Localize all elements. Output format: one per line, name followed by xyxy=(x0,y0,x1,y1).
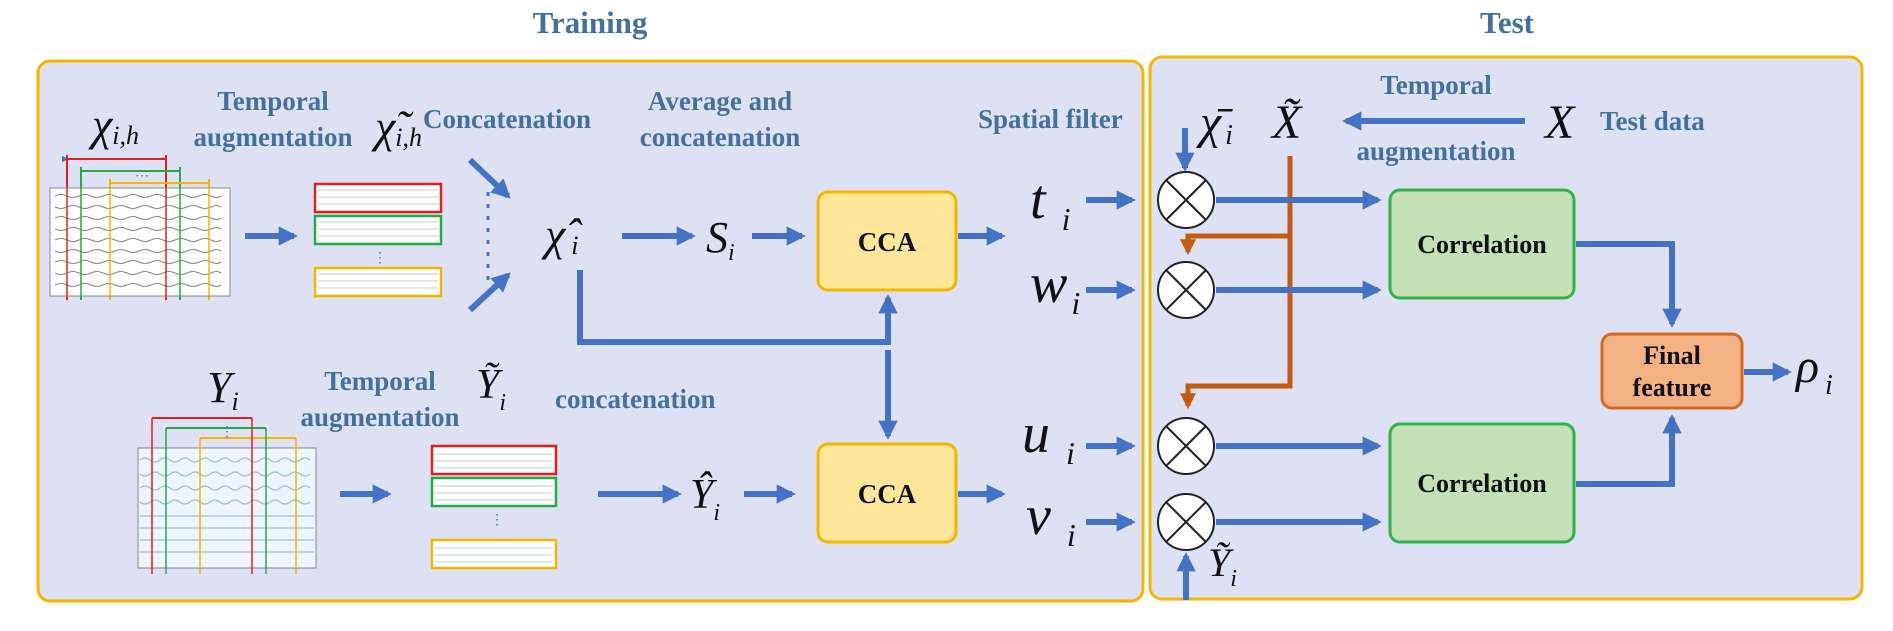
multiply-node-3 xyxy=(1157,417,1215,475)
y-hat-i-symbol: Ŷi xyxy=(690,471,720,526)
xtilde-distribution-lines xyxy=(1179,156,1293,410)
svg-text:⋮: ⋮ xyxy=(490,513,504,528)
augmented-eeg-stack: ⋮ xyxy=(313,182,443,298)
concatenation-bottom-label: concatenation xyxy=(555,384,715,414)
multiply-node-2 xyxy=(1157,261,1215,319)
arrow-corr1-to-final xyxy=(1576,241,1682,328)
svg-text:⋮: ⋮ xyxy=(373,251,387,266)
x-test-symbol: X xyxy=(1543,96,1576,149)
cca-box-bottom: CCA xyxy=(816,442,958,544)
connector-chi-to-cca xyxy=(577,270,888,345)
multiply-node-4 xyxy=(1157,493,1215,551)
y-tilde-i-symbol: Ỹi xyxy=(476,362,506,416)
multiply-node-1 xyxy=(1157,171,1215,229)
chi-ih-symbol: χi,h xyxy=(88,99,139,150)
training-header: Training xyxy=(533,5,648,40)
correlation-box-top: Correlation xyxy=(1388,188,1576,300)
ref-window-brackets: ⋮ xyxy=(152,417,296,440)
cca-box-top: CCA xyxy=(816,190,958,292)
y-tilde-test-symbol: Ỹi xyxy=(1208,540,1237,592)
svg-text:CCA: CCA xyxy=(858,227,917,257)
x-tilde-symbol: X̃ xyxy=(1270,96,1303,149)
svg-text:Correlation: Correlation xyxy=(1417,469,1547,498)
augmented-ref-stack: ⋮ xyxy=(430,444,558,570)
spatial-filter-label: Spatial filter xyxy=(978,104,1123,134)
test-panel xyxy=(1148,55,1864,601)
y-i-symbol: Yi xyxy=(207,363,239,416)
svg-text:Correlation: Correlation xyxy=(1417,230,1547,259)
reference-signal-plot xyxy=(137,418,317,574)
s-i-symbol: Si xyxy=(706,213,735,266)
converging-arrows xyxy=(467,157,511,313)
svg-text:⋮: ⋮ xyxy=(220,425,234,440)
test-data-label: Test data xyxy=(1600,106,1705,136)
svg-text:CCA: CCA xyxy=(858,479,917,509)
concatenation-top-label: Concatenation xyxy=(423,104,591,134)
arrow-corr2-to-final xyxy=(1576,414,1682,487)
correlation-box-bottom: Correlation xyxy=(1388,422,1576,544)
eeg-signal-plot xyxy=(49,187,231,297)
test-header: Test xyxy=(1480,5,1535,40)
svg-text:⋯: ⋯ xyxy=(135,169,149,184)
